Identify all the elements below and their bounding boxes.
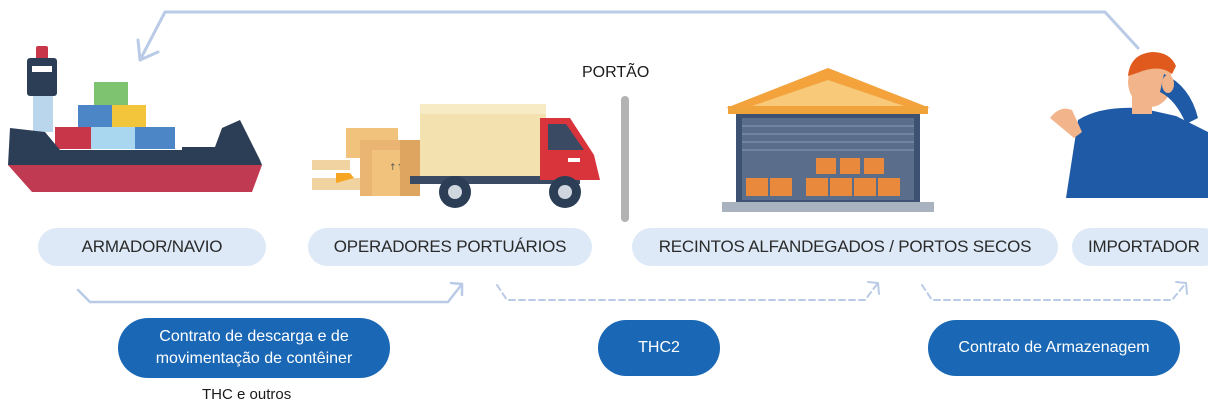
actor-armador-navio: ARMADOR/NAVIO (38, 228, 266, 266)
arrow-armador-to-operadores (76, 281, 464, 304)
actor-operadores-portuarios: OPERADORES PORTUÁRIOS (308, 228, 592, 266)
arrow-operadores-to-recintos (496, 281, 880, 301)
person-phone-icon (1050, 52, 1208, 198)
actor-recintos-alfandegados: RECINTOS ALFANDEGADOS / PORTOS SECOS (632, 228, 1058, 266)
ship-icon (8, 46, 262, 192)
contract-descarga-line2: movimentação de contêiner (155, 350, 353, 367)
contract-descarga-line1: Contrato de descarga e de (159, 328, 349, 345)
warehouse-icon (722, 68, 934, 212)
gate-divider (621, 96, 629, 222)
feedback-arrow (136, 10, 1140, 62)
contract-thc2-button[interactable]: THC2 (598, 320, 720, 376)
arrow-recintos-to-importador (921, 281, 1188, 301)
svg-text:↑↑: ↑↑ (389, 163, 404, 173)
contract-armazenagem-button[interactable]: Contrato de Armazenagem (928, 320, 1180, 376)
truck-icon: ↑↑ (312, 104, 600, 208)
contract-descarga-button[interactable]: Contrato de descarga e de movimentação d… (118, 318, 390, 378)
gate-label: PORTÃO (582, 64, 650, 81)
actor-importador: IMPORTADOR (1072, 228, 1208, 266)
contract-descarga-sub: THC e outros (202, 386, 292, 403)
